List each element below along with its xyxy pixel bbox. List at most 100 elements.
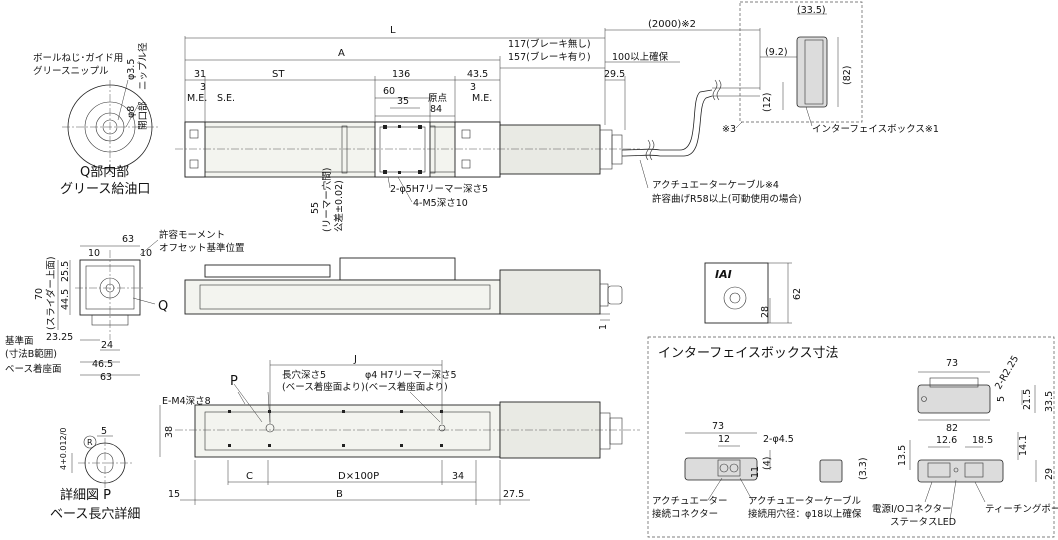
label-phi8: φ8 [126,106,137,118]
dim-ifb-29: 29 [1044,468,1055,480]
dim-ifb-14-1: 14.1 [1018,435,1029,456]
label-moment2: オフセット基準位置 [159,242,245,254]
label-tol: 公差±0.02) [333,180,345,232]
dim-C: C [246,471,253,482]
q-detail [62,79,160,175]
dim-10b: 10 [140,248,152,259]
label-act-conn2: 接続コネクター [652,508,718,520]
dim-ifb-r225: 2-R2.25 [993,354,1021,392]
ifbox-view-bottom [909,432,1037,483]
dim-28: 28 [760,306,771,318]
ifbox-title: インターフェイスボックス寸法 [658,346,838,361]
label-status-led: ステータスLED [890,517,956,528]
dim-63-top: 63 [122,234,134,245]
label-em4: E-M4深さ8 [162,396,211,407]
label-iai: IAI [715,268,732,281]
label-detail-p: 詳細図 P [60,487,111,503]
dim-box-33-5: (33.5) [797,5,826,16]
label-long-hole2: (ベース着座面より) [282,381,365,393]
label-moment1: 許容モーメント [159,229,225,241]
dim-L: L [390,25,396,36]
dim-29-5: 29.5 [604,69,625,80]
label-slider-top: (スライダー上面) [45,256,57,330]
label-opening: 開口部 [137,101,149,130]
dim-ifb-3-3: (3.3) [858,457,869,480]
dim-4-tol: 4+0.012/0 [59,428,68,470]
dim-no-brake: 117(ブレーキ無し) [508,38,591,50]
label-q: Q [158,299,168,314]
dim-ifb-18-5: 18.5 [972,435,993,446]
side-view [184,257,623,321]
dim-84: 84 [430,104,442,115]
dim-ifb-4: (4) [762,457,773,470]
label-me-right: M.E. [472,93,492,104]
dim-DxP: D×100P [338,471,379,482]
label-detail-p2: ベース長穴詳細 [50,506,140,522]
label-grease-port: グリース給油口 [60,182,150,197]
label-cable: アクチュエーターケーブル※4 [652,179,779,191]
detail-p [71,435,132,488]
dim-J: J [353,354,357,365]
label-origin: 原点 [428,93,448,104]
dim-44-5: 44.5 [60,289,71,310]
dim-ifb-82: 82 [946,423,958,434]
dim-ifb-5: 5 [996,396,1007,402]
label-phi4: φ4 H7リーマー深さ5 [365,370,457,381]
ifbox-view-side [819,459,843,483]
dim-ifb-phi45: 2-φ4.5 [763,434,794,445]
label-long-hole: 長穴深さ5 [282,369,326,381]
dim-with-brake: 157(ブレーキ有り) [508,51,591,63]
dim-3-left: 3 [200,82,206,93]
label-nipple-dia: ニップル径 [137,42,149,90]
dim-35: 35 [397,96,409,107]
label-phi4-2: (ベース着座面より) [365,381,448,393]
dim-31: 31 [194,69,206,80]
dim-24: 24 [101,340,113,351]
label-ream-note: (リーマー穴間) [321,168,333,232]
label-m5: 4-M5深さ10 [413,198,468,209]
dim-70: 70 [34,288,45,300]
dim-box-82: (82) [842,65,853,85]
label-r: R [87,438,93,447]
label-act-cable: アクチュエーターケーブル [748,495,861,507]
dim-27-5: 27.5 [503,489,524,500]
bottom-view [159,360,640,505]
label-act-cable2: 接続用穴径：φ18以上確保 [748,508,862,520]
label-teach-port: ティーチングポート [985,503,1058,515]
label-grease-nipple2: グリースニップル [33,65,109,77]
dim-clearance: 100以上確保 [612,51,669,63]
label-note3: ※3 [722,124,736,135]
dim-ifb-13-5: 13.5 [897,445,908,466]
dim-43-5: 43.5 [467,69,488,80]
dim-ifb-73b: 73 [712,421,724,432]
label-reamer: 2-φ5H7リーマー深さ5 [390,184,488,195]
top-view [175,28,761,178]
label-me-left: M.E. [187,93,207,104]
label-se: S.E. [217,93,235,104]
ifbox-view-top [917,371,1036,421]
dim-ifb-73a: 73 [946,358,958,369]
dim-10a: 10 [88,248,100,259]
label-bend: 許容曲げR58以上(可動使用の場合) [652,193,802,205]
dim-box-9-2: (9.2) [765,47,788,58]
label-p: P [230,374,238,389]
label-base-face: ベース着座面 [5,363,62,375]
dim-A: A [338,48,345,59]
dim-3-right: 3 [470,82,476,93]
dim-136: 136 [392,69,410,80]
label-act-conn: アクチュエーター [652,496,728,507]
right-end-view [704,262,792,324]
ifbox-frame [647,336,1055,538]
dim-62: 62 [792,288,803,300]
dim-46-5: 46.5 [92,359,113,370]
label-ref-face: 基準面 [5,335,34,347]
dim-34: 34 [452,471,464,482]
dim-B: B [336,489,343,500]
dim-23-25: 23.25 [46,332,73,343]
interface-box-top [739,1,863,123]
dim-ifb-33-5: 33.5 [1044,391,1055,412]
dim-60: 60 [383,86,395,97]
dim-box-12: (12) [762,92,773,112]
dim-1: 1 [598,324,609,330]
label-grease-nipple: ボールねじ･ガイド用 [33,53,123,64]
